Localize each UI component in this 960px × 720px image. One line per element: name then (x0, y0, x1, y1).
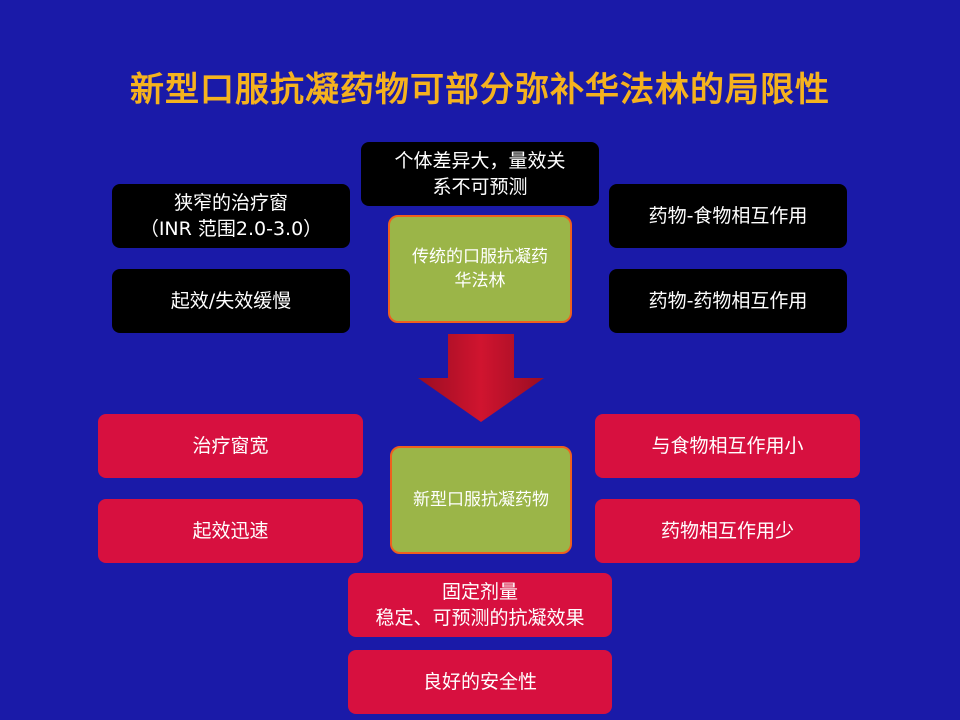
narrow-window-line-2: （INR 范围2.0-3.0） (139, 218, 323, 240)
drug-food-interaction-box: 药物-食物相互作用 (609, 184, 847, 248)
variability-line-1: 个体差异大，量效关 (394, 150, 566, 172)
noac-center-box: 新型口服抗凝药物 (390, 446, 572, 554)
warfarin-center-box: 传统的口服抗凝药 华法林 (388, 215, 572, 323)
fixed-dose-line-2: 稳定、可预测的抗凝效果 (375, 607, 585, 629)
fixed-dose-box: 固定剂量 稳定、可预测的抗凝效果 (348, 573, 612, 637)
drug-drug-interaction-box: 药物-药物相互作用 (609, 269, 847, 333)
slide-title: 新型口服抗凝药物可部分弥补华法林的局限性 (130, 70, 830, 110)
fast-onset-box: 起效迅速 (98, 499, 363, 563)
narrow-window-box: 狭窄的治疗窗 （INR 范围2.0-3.0） (112, 184, 350, 248)
fixed-dose-line-1: 固定剂量 (441, 581, 518, 603)
slow-onset-label: 起效/失效缓慢 (170, 290, 292, 312)
fast-onset-label: 起效迅速 (192, 520, 269, 542)
variability-box: 个体差异大，量效关 系不可预测 (361, 142, 599, 206)
safety-box: 良好的安全性 (348, 650, 612, 714)
low-food-interaction-label: 与食物相互作用小 (651, 435, 804, 457)
wide-window-box: 治疗窗宽 (98, 414, 363, 478)
noac-center-label: 新型口服抗凝药物 (413, 490, 549, 510)
warfarin-center-line-1: 传统的口服抗凝药 (412, 247, 548, 267)
down-arrow-icon (418, 334, 544, 422)
warfarin-center-line-2: 华法林 (454, 271, 506, 291)
drug-food-interaction-label: 药物-食物相互作用 (648, 205, 808, 227)
slow-onset-box: 起效/失效缓慢 (112, 269, 350, 333)
drug-drug-interaction-label: 药物-药物相互作用 (648, 290, 808, 312)
low-food-interaction-box: 与食物相互作用小 (595, 414, 860, 478)
variability-line-2: 系不可预测 (432, 176, 528, 198)
wide-window-label: 治疗窗宽 (192, 435, 269, 457)
narrow-window-line-1: 狭窄的治疗窗 (173, 192, 288, 214)
low-drug-interaction-label: 药物相互作用少 (660, 520, 794, 542)
safety-label: 良好的安全性 (422, 671, 537, 693)
low-drug-interaction-box: 药物相互作用少 (595, 499, 860, 563)
